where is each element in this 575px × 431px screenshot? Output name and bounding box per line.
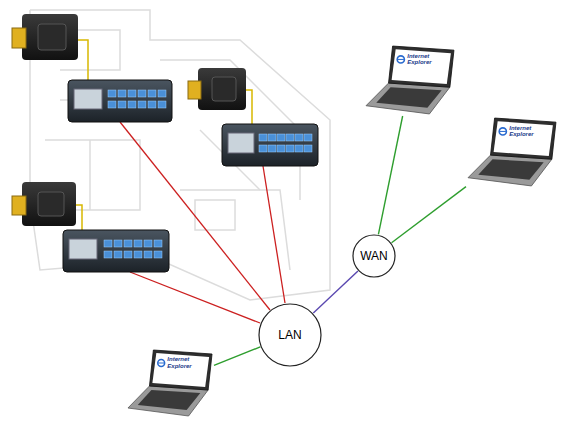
keypad-units	[63, 80, 318, 272]
electronic-locks	[12, 14, 246, 226]
browser-label: Internet Explorer	[407, 53, 446, 66]
network-link	[378, 116, 402, 234]
network-circle: WAN	[352, 234, 396, 278]
network-link	[392, 187, 466, 243]
network-link	[313, 271, 358, 313]
circle-text-box: LAN	[258, 303, 322, 367]
network-cables	[120, 122, 285, 323]
laptop-node: Internet Explorer	[364, 44, 456, 116]
screen-text-box: Internet Explorer	[509, 125, 548, 138]
network-circle: LAN	[258, 303, 322, 367]
browser-label: Internet Explorer	[167, 356, 204, 369]
laptop-node: Internet Explorer	[466, 116, 558, 188]
circle-text-box: WAN	[352, 234, 396, 278]
screen-text-box: Internet Explorer	[167, 356, 204, 369]
laptop-node: Internet Explorer	[126, 348, 214, 418]
network-label: LAN	[278, 328, 301, 342]
screen-text-box: Internet Explorer	[407, 53, 446, 66]
network-link	[214, 347, 260, 366]
browser-label: Internet Explorer	[509, 125, 548, 138]
network-label: WAN	[360, 249, 388, 263]
